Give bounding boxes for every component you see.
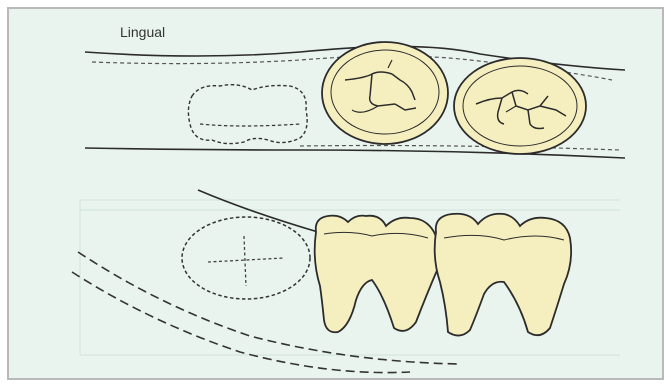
- lingual-label: Lingual: [120, 24, 165, 40]
- molar-occlusal-1: [322, 42, 448, 144]
- molar-occlusal-2: [454, 58, 586, 154]
